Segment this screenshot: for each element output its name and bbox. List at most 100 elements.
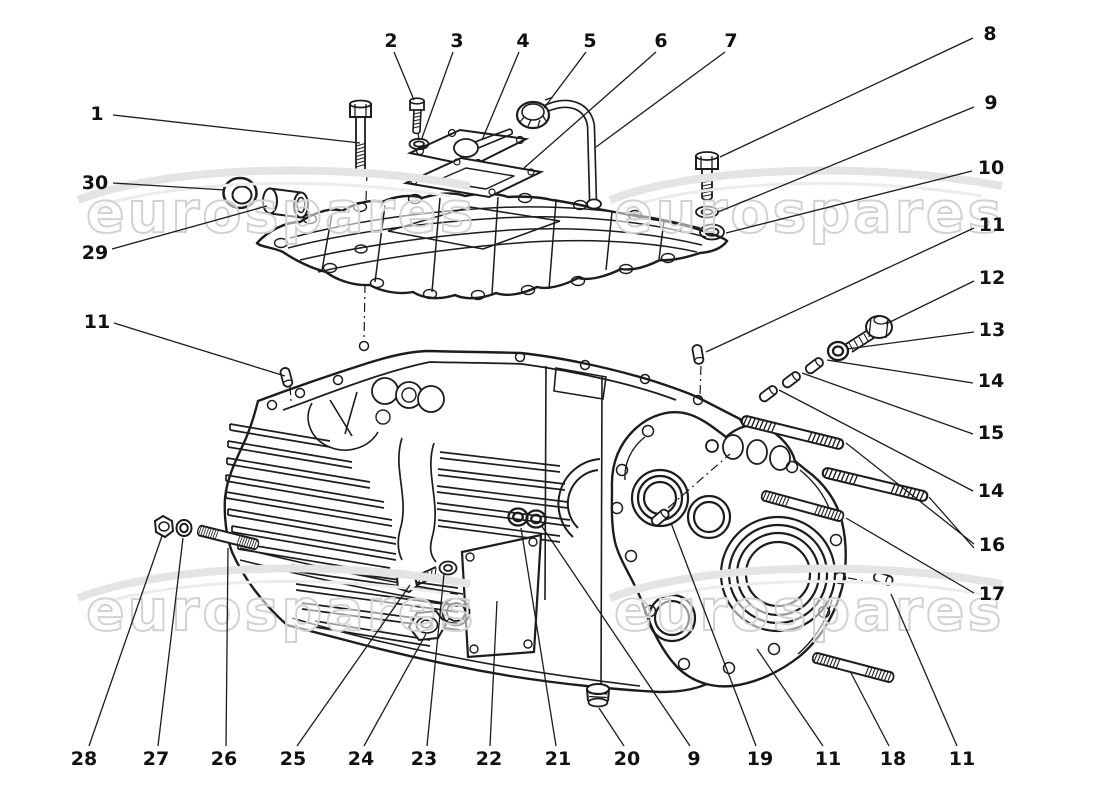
callout-label-9: 9	[984, 92, 997, 114]
callout-label-27: 27	[143, 748, 169, 770]
callout-label-13: 13	[979, 319, 1005, 341]
watermark-group: eurospares eurospares eurospares eurospa…	[76, 166, 1004, 645]
leader-line	[543, 51, 587, 109]
leader-line	[111, 205, 268, 250]
leader-line	[540, 524, 691, 747]
leader-line	[112, 182, 226, 191]
callout-label-14: 14	[978, 480, 1004, 502]
spacer-bushing	[262, 187, 309, 219]
callout-label-4: 4	[516, 30, 529, 52]
leader-line	[928, 496, 975, 549]
callout-label-6: 6	[654, 30, 667, 52]
seal-ring	[826, 340, 850, 362]
leader-line	[88, 535, 163, 747]
leader-line	[725, 170, 973, 234]
leader-line	[705, 227, 975, 353]
cover-bolt-bosses	[273, 192, 676, 301]
leader-line	[756, 648, 824, 747]
callout-label-14: 14	[978, 370, 1004, 392]
callout-label-21: 21	[545, 748, 571, 770]
oil-seals	[507, 507, 547, 529]
shift-rod-holes	[705, 434, 791, 471]
leader-line	[598, 707, 625, 747]
sump-cover	[255, 192, 729, 301]
cover-corner-boss	[699, 223, 725, 241]
callout-label-19: 19	[747, 748, 773, 770]
leader-line	[157, 537, 184, 747]
leader-line	[421, 51, 454, 139]
callout-label-12: 12	[979, 267, 1005, 289]
callout-label-16: 16	[979, 534, 1005, 556]
callout-label-30: 30	[82, 172, 108, 194]
watermark-text: eurospares	[614, 578, 1004, 644]
leader-line	[393, 51, 415, 101]
leader-line	[481, 51, 520, 141]
leader-line	[719, 37, 974, 158]
plug-washer	[438, 560, 458, 576]
washer	[175, 519, 193, 537]
gearbox-housing	[223, 340, 754, 694]
leader-line	[717, 106, 975, 213]
drain-plug	[407, 609, 448, 642]
leader-line	[801, 372, 974, 435]
leader-line	[426, 573, 445, 747]
flange-bolt-holes	[610, 424, 847, 675]
leader-line	[845, 442, 975, 545]
callout-label-15: 15	[978, 422, 1004, 444]
leader-line	[885, 280, 975, 325]
leader-line	[296, 584, 411, 747]
long-bolt	[349, 99, 372, 172]
callout-label-29: 29	[82, 242, 108, 264]
breather-cap	[515, 96, 554, 130]
callout-label-10: 10	[978, 157, 1004, 179]
cooling-fins-front	[436, 451, 571, 543]
callout-label-24: 24	[348, 748, 374, 770]
cooling-fins-left	[225, 423, 397, 575]
bottom-plug	[586, 683, 610, 708]
small-bolt	[409, 97, 425, 135]
callout-label-28: 28	[71, 748, 97, 770]
leader-line	[890, 593, 958, 747]
watermark-text: eurospares	[86, 578, 476, 644]
breather-pipe	[542, 99, 602, 210]
leader-line	[778, 389, 974, 492]
callout-label-2: 2	[384, 30, 397, 52]
callout-label-17: 17	[979, 583, 1005, 605]
leader-line	[595, 51, 726, 148]
callout-label-9: 9	[687, 748, 700, 770]
callout-label-11: 11	[979, 214, 1005, 236]
end-flange	[610, 411, 847, 688]
callout-label-1: 1	[90, 103, 103, 125]
callout-label-11: 11	[815, 748, 841, 770]
callout-label-11: 11	[949, 748, 975, 770]
cover-bolt	[695, 151, 719, 201]
watermark-text: eurospares	[86, 180, 476, 246]
callout-label-23: 23	[411, 748, 437, 770]
callout-label-26: 26	[211, 748, 237, 770]
leader-line	[225, 547, 229, 747]
nut	[153, 514, 175, 539]
watermark-text: eurospares	[614, 180, 1004, 246]
leader-line	[523, 51, 657, 169]
leader-line	[520, 527, 557, 747]
leader-line	[826, 359, 974, 384]
threaded-bore	[441, 597, 471, 627]
callout-label-5: 5	[583, 30, 596, 52]
callout-label-25: 25	[280, 748, 306, 770]
leader-line	[846, 331, 975, 350]
union-fitting	[845, 315, 893, 353]
callout-label-3: 3	[450, 30, 463, 52]
leader-line	[670, 522, 757, 747]
leader-line	[112, 114, 361, 144]
callout-label-8: 8	[983, 23, 996, 45]
leader-line	[363, 633, 427, 747]
callout-label-11: 11	[84, 311, 110, 333]
leader-line	[845, 517, 975, 594]
callout-label-7: 7	[724, 30, 737, 52]
callout-label-22: 22	[476, 748, 502, 770]
top-plate	[406, 128, 530, 168]
callout-label-18: 18	[880, 748, 906, 770]
